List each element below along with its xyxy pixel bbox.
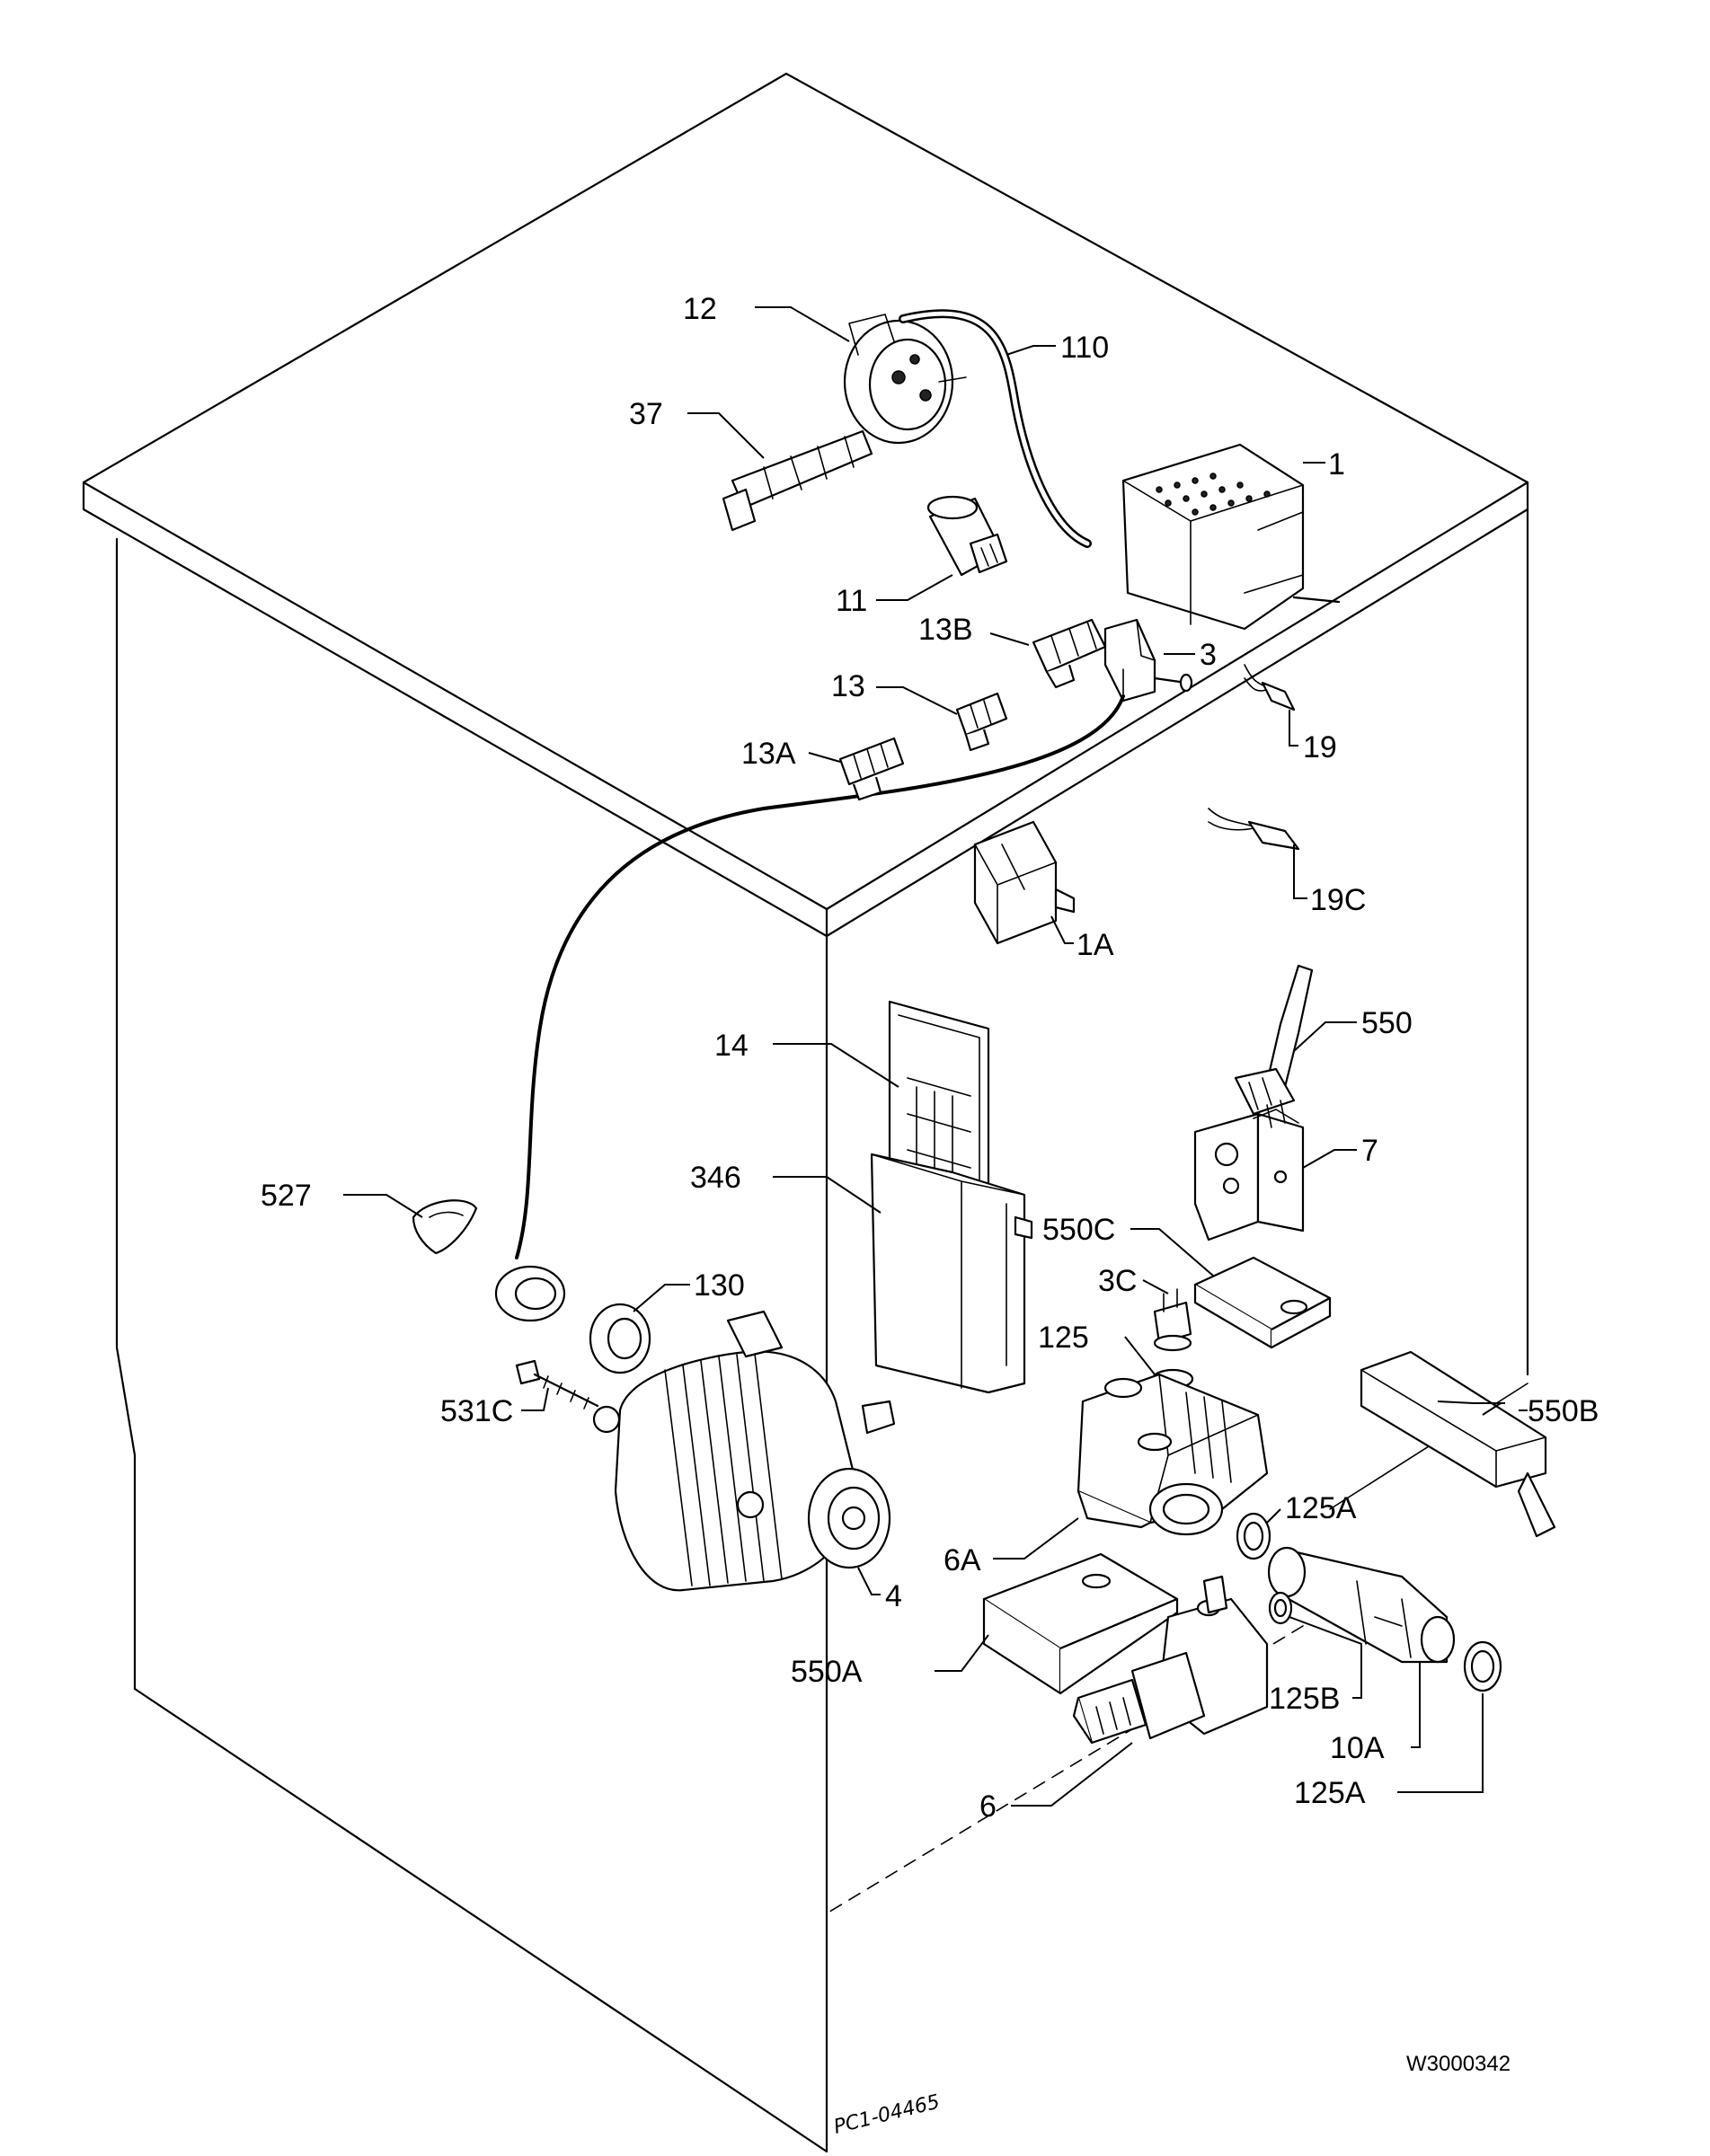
label-110: 110 bbox=[1060, 331, 1109, 365]
label-3c: 3C bbox=[1098, 1264, 1137, 1298]
label-13b: 13B bbox=[918, 613, 973, 647]
label-37: 37 bbox=[629, 397, 663, 431]
part-3-switch bbox=[1103, 618, 1193, 702]
part-1a-selector-switch bbox=[973, 820, 1076, 945]
part-3c-sensor bbox=[1153, 1288, 1192, 1352]
label-125b: 125B bbox=[1269, 1682, 1340, 1716]
label-531c: 531C bbox=[440, 1394, 513, 1428]
part-130-seal bbox=[589, 1303, 651, 1374]
part-125b-seal bbox=[1268, 1591, 1293, 1625]
label-550b: 550B bbox=[1528, 1394, 1599, 1428]
label-7: 7 bbox=[1361, 1134, 1378, 1168]
part-550c-cover bbox=[1193, 1256, 1332, 1349]
programmer-contact-dots bbox=[1156, 473, 1271, 516]
label-1a: 1A bbox=[1077, 928, 1114, 962]
part-4-pump-motor bbox=[592, 1310, 896, 1592]
label-13a: 13A bbox=[741, 737, 796, 771]
label-527: 527 bbox=[261, 1179, 312, 1213]
part-346-housing bbox=[870, 1153, 1033, 1394]
part-125a-seal-lower bbox=[1463, 1640, 1502, 1692]
part-6-drain-pump bbox=[1072, 1575, 1269, 1745]
label-13: 13 bbox=[831, 669, 865, 703]
part-13b-connector bbox=[1032, 618, 1107, 689]
part-110-hose bbox=[899, 309, 1092, 548]
label-6: 6 bbox=[979, 1789, 997, 1824]
part-labels: 12 110 37 1 11 13B 3 13 19 13A 19C 1A 55… bbox=[261, 292, 1599, 1824]
label-14: 14 bbox=[714, 1029, 749, 1063]
label-125: 125 bbox=[1038, 1321, 1089, 1355]
label-550c: 550C bbox=[1042, 1213, 1115, 1247]
label-550a: 550A bbox=[791, 1655, 863, 1689]
cable-grommet bbox=[494, 1265, 566, 1322]
switch-cable bbox=[515, 694, 1125, 1259]
part-12-pressure-switch bbox=[843, 314, 967, 445]
part-550a-cover bbox=[982, 1552, 1179, 1695]
label-10a: 10A bbox=[1330, 1731, 1385, 1765]
leader-lines bbox=[343, 306, 1528, 1807]
part-1-programmer bbox=[1121, 443, 1341, 631]
label-12: 12 bbox=[683, 292, 717, 326]
label-125a-lower: 125A bbox=[1294, 1776, 1366, 1810]
label-3: 3 bbox=[1200, 638, 1217, 672]
cabinet-outline bbox=[82, 72, 1529, 2153]
part-19-sensor bbox=[1244, 664, 1296, 711]
part-19c-sensor bbox=[1208, 808, 1300, 851]
label-130: 130 bbox=[694, 1268, 745, 1303]
part-14-filter bbox=[888, 1000, 990, 1215]
part-6a-pump-housing bbox=[1077, 1373, 1269, 1536]
label-1: 1 bbox=[1328, 447, 1345, 482]
part-13-connector bbox=[955, 692, 1008, 752]
part-11-capacitor bbox=[926, 495, 1008, 577]
part-550-clip bbox=[1234, 964, 1314, 1116]
part-13a-connector bbox=[838, 737, 905, 801]
part-531c-screw bbox=[515, 1359, 599, 1409]
label-19: 19 bbox=[1303, 730, 1337, 764]
part-550b-bracket bbox=[1360, 1350, 1556, 1538]
label-19c: 19C bbox=[1310, 883, 1366, 917]
handwritten-note: PC1-04465 bbox=[831, 2090, 942, 2138]
label-11: 11 bbox=[836, 584, 867, 618]
label-6a: 6A bbox=[944, 1543, 981, 1577]
drawing-code: W3000342 bbox=[1406, 2052, 1511, 2076]
part-527-clip bbox=[412, 1199, 478, 1255]
label-4: 4 bbox=[885, 1579, 902, 1613]
label-125a-upper: 125A bbox=[1285, 1491, 1357, 1525]
label-346: 346 bbox=[690, 1161, 741, 1195]
part-37-terminal-block bbox=[722, 429, 873, 532]
label-550: 550 bbox=[1361, 1006, 1413, 1040]
part-7-bracket bbox=[1193, 1100, 1305, 1241]
part-125a-seal-upper bbox=[1236, 1512, 1271, 1560]
